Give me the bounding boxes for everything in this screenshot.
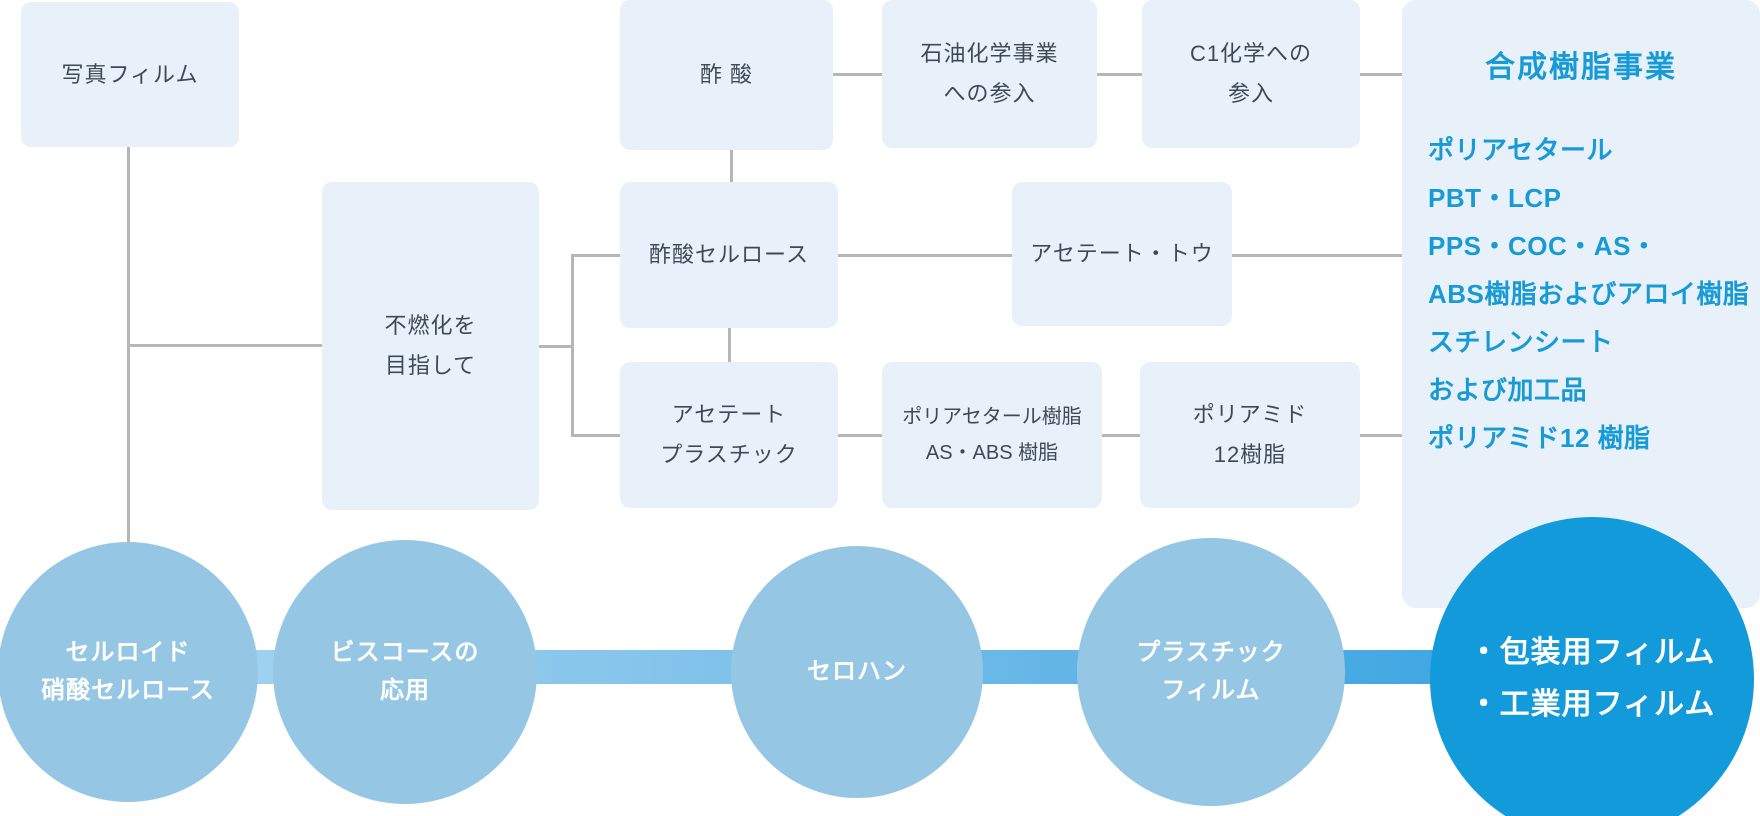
node-cellulose-acetate: 酢酸セルロース [620, 182, 838, 328]
connector-nonflammable-stub [539, 345, 573, 348]
node-label-line2: AS・ABS 樹脂 [925, 442, 1059, 464]
node-label-line2: 目指して [384, 353, 477, 378]
panel-item: および加工品 [1428, 375, 1588, 405]
node-label-line1: ポリアミド [1192, 402, 1308, 427]
step-label-line2: 応用 [380, 677, 430, 704]
step-label-line1: セロハン [807, 658, 907, 685]
connector-photo-film-to-nonflammable [127, 344, 322, 347]
connector-polyacetal-to-polyamide12 [1102, 434, 1140, 437]
panel-item: PBT・LCP [1428, 183, 1562, 213]
timeline-step-packaging-industrial-film: ・包装用フィルム ・工業用フィルム [1430, 517, 1754, 816]
connector-acetic-acid-to-cellulose-acetate [730, 150, 733, 182]
node-label-line1: ポリアセタール樹脂 [902, 406, 1082, 428]
step-label-line1: ビスコースの [330, 639, 480, 666]
node-acetate-tow: アセテート・トウ [1012, 182, 1232, 326]
step-label-line1: ・包装用フィルム [1468, 636, 1716, 669]
node-label-line2: への参入 [943, 81, 1036, 106]
node-label-line2: 参入 [1227, 81, 1274, 106]
synthetic-resin-business-panel: 合成樹脂事業 ポリアセタール PBT・LCP PPS・COC・AS・ ABS樹脂… [1402, 0, 1760, 608]
connector-acetate-plastic-to-polyacetal [838, 434, 882, 437]
node-label-line1: C1化学への [1189, 41, 1313, 66]
step-label-line2: ・工業用フィルム [1468, 688, 1716, 721]
connector-petrochemical-to-c1 [1097, 73, 1142, 76]
node-label-line1: アセテート [671, 402, 787, 427]
node-label: 酢 酸 [699, 62, 754, 87]
panel-item: ポリアセタール [1428, 135, 1613, 165]
step-label-line2: 硝酸セルロース [41, 677, 215, 704]
panel-item: ABS樹脂およびアロイ樹脂 [1428, 279, 1750, 309]
node-label: 酢酸セルロース [649, 242, 809, 267]
node-polyacetal-as-abs-resin: ポリアセタール樹脂 AS・ABS 樹脂 [882, 362, 1102, 508]
node-acetate-plastic: アセテート プラスチック [620, 362, 838, 508]
connector-acetic-acid-to-petrochemical [833, 73, 882, 76]
node-nonflammable-goal: 不燃化を 目指して [322, 182, 539, 510]
node-polyamide12-resin: ポリアミド 12樹脂 [1140, 362, 1360, 508]
panel-title: 合成樹脂事業 [1485, 51, 1677, 84]
node-label-line2: 12樹脂 [1213, 442, 1287, 467]
connector-polyamide12-to-resin-panel [1360, 434, 1402, 437]
node-c1-chemistry-entry: C1化学への 参入 [1142, 0, 1360, 148]
connector-bracket-to-cellulose-acetate [574, 254, 620, 257]
node-photo-film: 写真フィルム [21, 2, 239, 147]
node-acetic-acid: 酢 酸 [620, 0, 833, 150]
node-label: アセテート・トウ [1030, 241, 1214, 266]
step-label-line1: プラスチック [1136, 639, 1286, 666]
panel-item-list: ポリアセタール PBT・LCP PPS・COC・AS・ ABS樹脂およびアロイ樹… [1402, 126, 1760, 462]
connector-cellulose-acetate-to-tow [838, 254, 1012, 257]
timeline-step-cellophane: セロハン [731, 546, 983, 798]
timeline-step-plastic-film: プラスチック フィルム [1077, 538, 1345, 806]
node-label: 写真フィルム [61, 61, 199, 87]
timeline-step-celluloid-nitrocellulose: セルロイド 硝酸セルロース [0, 542, 258, 802]
step-label-line1: セルロイド [65, 639, 191, 666]
panel-item: PPS・COC・AS・ [1428, 231, 1658, 261]
node-label-line2: プラスチック [660, 442, 798, 467]
node-label-line1: 石油化学事業 [920, 41, 1059, 66]
timeline-step-viscose-application: ビスコースの 応用 [273, 540, 537, 804]
connector-bracket-to-acetate-plastic [574, 434, 620, 437]
connector-bracket-vertical [571, 254, 574, 437]
node-petrochemical-entry: 石油化学事業 への参入 [882, 0, 1097, 148]
connector-c1-to-resin-panel [1360, 73, 1402, 76]
panel-item: ポリアミド12 樹脂 [1428, 423, 1651, 453]
node-label-line1: 不燃化を [384, 313, 477, 338]
panel-item: スチレンシート [1428, 327, 1614, 357]
step-label-line2: フィルム [1161, 677, 1261, 704]
connector-tow-to-resin-panel [1232, 254, 1402, 257]
connector-cellulose-acetate-to-acetate-plastic [728, 328, 731, 362]
